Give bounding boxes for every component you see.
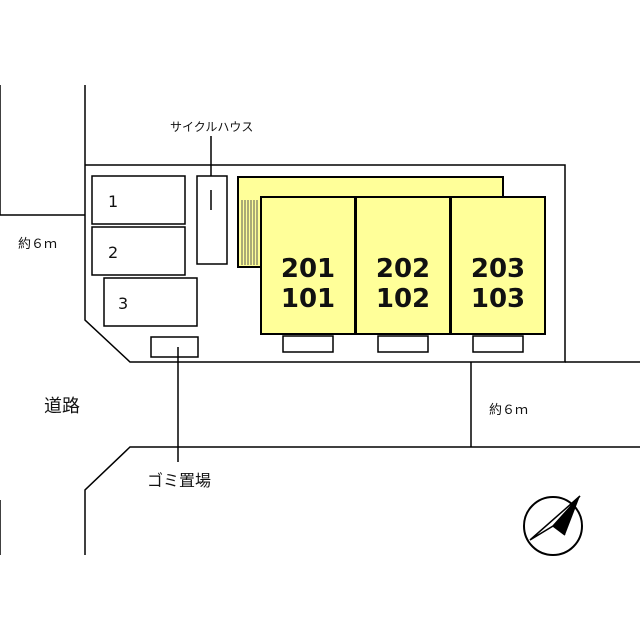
lot-boundary [84,85,566,363]
unit-3 [450,196,546,335]
parking-space-3 [103,277,198,327]
unit-1-upper-number: 201 [281,254,335,284]
unit-1 [260,196,356,335]
staircase [241,200,258,265]
unit-2-upper-number: 202 [376,254,430,284]
unit-3-lower-number: 103 [471,284,525,314]
cycle-house [196,175,228,265]
cycle-house-label: サイクルハウス [170,120,253,134]
parking-space-2 [91,226,186,276]
north-arrow-icon [523,495,583,556]
road-edge-bottom [84,446,640,555]
unit-2-entrance [377,335,429,353]
unit-1-entrance [282,335,334,353]
garbage-label: ゴミ置場 [147,471,211,490]
unit-1-lower-number: 101 [281,284,335,314]
unit-3-entrance [472,335,524,353]
road-label: 道路 [44,396,80,417]
road-width-right-label: 約６ｍ [489,403,528,418]
road-width-left-label: 約６ｍ [18,237,57,252]
unit-2-lower-number: 102 [376,284,430,314]
parking-label-1: 1 [108,192,118,211]
parking-label-3: 3 [118,294,128,313]
unit-3-upper-number: 203 [471,254,525,284]
parking-space-1 [91,175,186,225]
parking-label-2: 2 [108,243,118,262]
garbage-area [150,336,199,358]
